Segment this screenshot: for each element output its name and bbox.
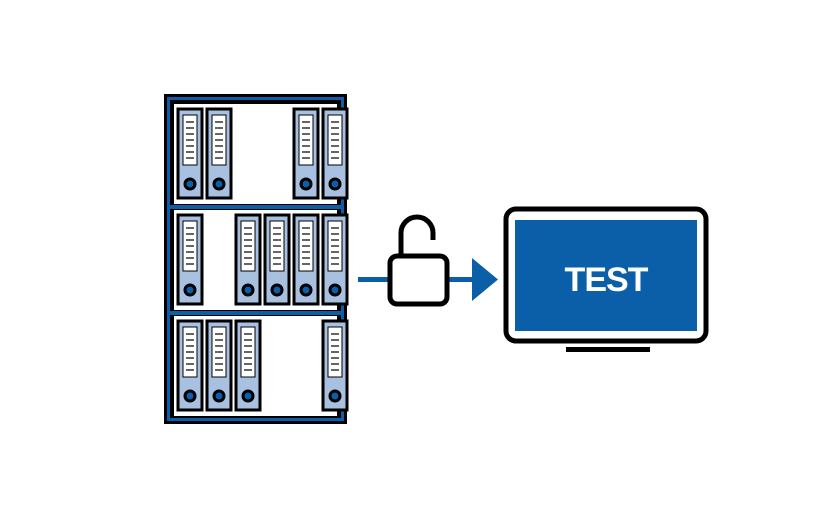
open-padlock-icon (387, 214, 450, 307)
binder-ring-hole (328, 177, 342, 191)
binder-icon (205, 319, 233, 412)
monitor-screen (515, 220, 697, 331)
monitor-stand (566, 347, 650, 352)
monitor-screen-text: TEST (565, 261, 649, 299)
binder-icon (176, 213, 204, 306)
binder-ring-hole (270, 283, 284, 297)
padlock-body (387, 253, 450, 307)
binder-icon (263, 213, 291, 306)
binder-ring-hole (241, 389, 255, 403)
binder-ring-hole (299, 283, 313, 297)
binder-icon (321, 319, 349, 412)
binder-icon (321, 213, 349, 306)
binder-ring-hole (212, 177, 226, 191)
binder-icon (292, 107, 320, 200)
binder-ring-hole (299, 177, 313, 191)
binder-ring-hole (212, 389, 226, 403)
shelf-board (170, 205, 341, 209)
arrow-shaft-left (358, 277, 390, 282)
binder-icon (205, 107, 233, 200)
binder-ring-hole (241, 283, 255, 297)
arrow-shaft-right (446, 277, 474, 282)
binder-icon (234, 319, 262, 412)
binder-ring-hole (183, 283, 197, 297)
file-cabinet-icon (164, 94, 349, 424)
binder-ring-hole (183, 389, 197, 403)
binder-ring-hole (328, 283, 342, 297)
binder-icon (292, 213, 320, 306)
binder-icon (176, 107, 204, 200)
binder-icon (234, 213, 262, 306)
binder-ring-hole (183, 177, 197, 191)
binder-ring-hole (328, 389, 342, 403)
shelf-board (170, 311, 341, 315)
monitor-icon: TEST (503, 206, 709, 352)
padlock-shackle (398, 214, 436, 257)
cabinet-shelves (170, 104, 349, 416)
binder-icon (321, 107, 349, 200)
binder-icon (176, 319, 204, 412)
arrow-right-icon (358, 258, 498, 301)
arrow-head (472, 258, 498, 301)
